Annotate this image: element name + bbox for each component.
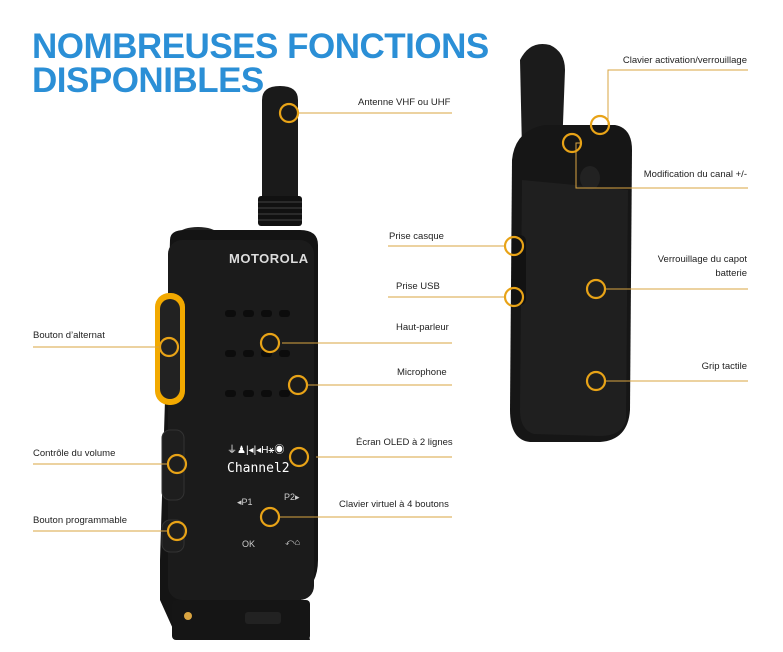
- label-channel-change: Modification du canal +/-: [644, 169, 747, 180]
- back-radio: [510, 44, 632, 442]
- label-programmable: Bouton programmable: [33, 515, 127, 526]
- label-oled: Écran OLED à 2 lignes: [356, 437, 453, 448]
- label-volume: Contrôle du volume: [33, 448, 115, 459]
- label-ptt: Bouton d’alternat: [33, 330, 105, 341]
- keypad-p1: ◂P1: [237, 497, 253, 508]
- label-antenna: Antenne VHF ou UHF: [358, 97, 450, 108]
- front-radio: [155, 86, 318, 640]
- label-microphone: Microphone: [397, 367, 447, 378]
- leader-lines: [33, 70, 748, 531]
- label-headset-jack: Prise casque: [389, 231, 444, 242]
- oled-status-icons: ⏚♟|◂|◂H⚹◉: [227, 441, 284, 456]
- oled-channel-text: Channel2: [227, 461, 290, 476]
- label-keypad: Clavier virtuel à 4 boutons: [339, 499, 449, 510]
- label-grip: Grip tactile: [702, 361, 747, 372]
- label-usb-port: Prise USB: [396, 281, 440, 292]
- brand-logo: MOTOROLA: [229, 251, 309, 266]
- keypad-ok: OK: [242, 539, 255, 549]
- keypad-p2: P2▸: [284, 492, 300, 503]
- label-battery-lock: Verrouillage du capot batterie: [658, 253, 747, 281]
- label-lock-key: Clavier activation/verrouillage: [623, 55, 747, 66]
- keypad-home: ⤺⌂: [285, 537, 300, 548]
- label-speaker: Haut-parleur: [396, 322, 449, 333]
